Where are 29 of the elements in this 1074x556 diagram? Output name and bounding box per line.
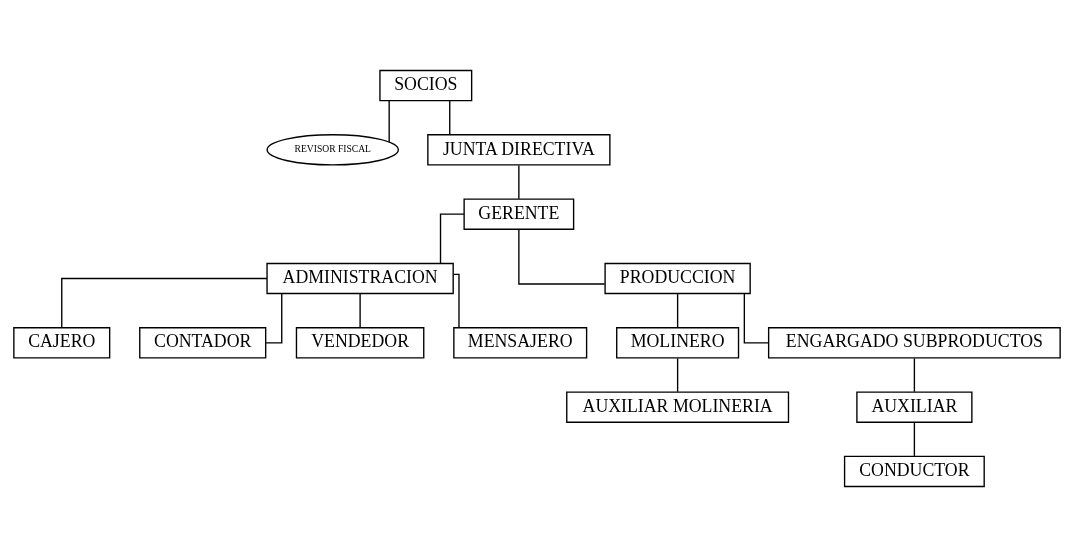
connector — [676, 357, 679, 392]
node-box: ENGARGADO SUBPRODUCTOS — [767, 326, 1061, 359]
node-box: VENDEDOR — [295, 326, 425, 359]
connector — [265, 292, 283, 343]
node-box: ADMINISTRACION — [266, 262, 454, 294]
node-box: GERENTE — [463, 197, 575, 230]
connector — [388, 99, 390, 143]
node-ellipse: REVISOR FISCAL — [266, 133, 399, 166]
node-box: PRODUCCION — [604, 262, 751, 294]
connector — [518, 228, 606, 285]
connector — [743, 292, 770, 343]
node-box: AUXILIAR — [856, 390, 973, 423]
connector — [453, 273, 460, 328]
node-box: AUXILIAR MOLINERIA — [566, 390, 790, 423]
node-box: MOLINERO — [616, 326, 740, 359]
node-box: CONDUCTOR — [843, 455, 985, 487]
connector — [676, 292, 679, 328]
connector — [359, 292, 361, 328]
node-box: CONTADOR — [139, 326, 267, 359]
connector — [449, 99, 451, 135]
node-box: CAJERO — [13, 326, 111, 359]
connector — [518, 164, 520, 199]
connector — [61, 277, 268, 328]
connector — [439, 213, 465, 264]
connector — [913, 421, 916, 457]
connector — [913, 357, 916, 392]
node-box: SOCIOS — [379, 69, 473, 101]
node-box: JUNTA DIRECTIVA — [427, 133, 611, 166]
node-box: MENSAJERO — [453, 326, 588, 359]
